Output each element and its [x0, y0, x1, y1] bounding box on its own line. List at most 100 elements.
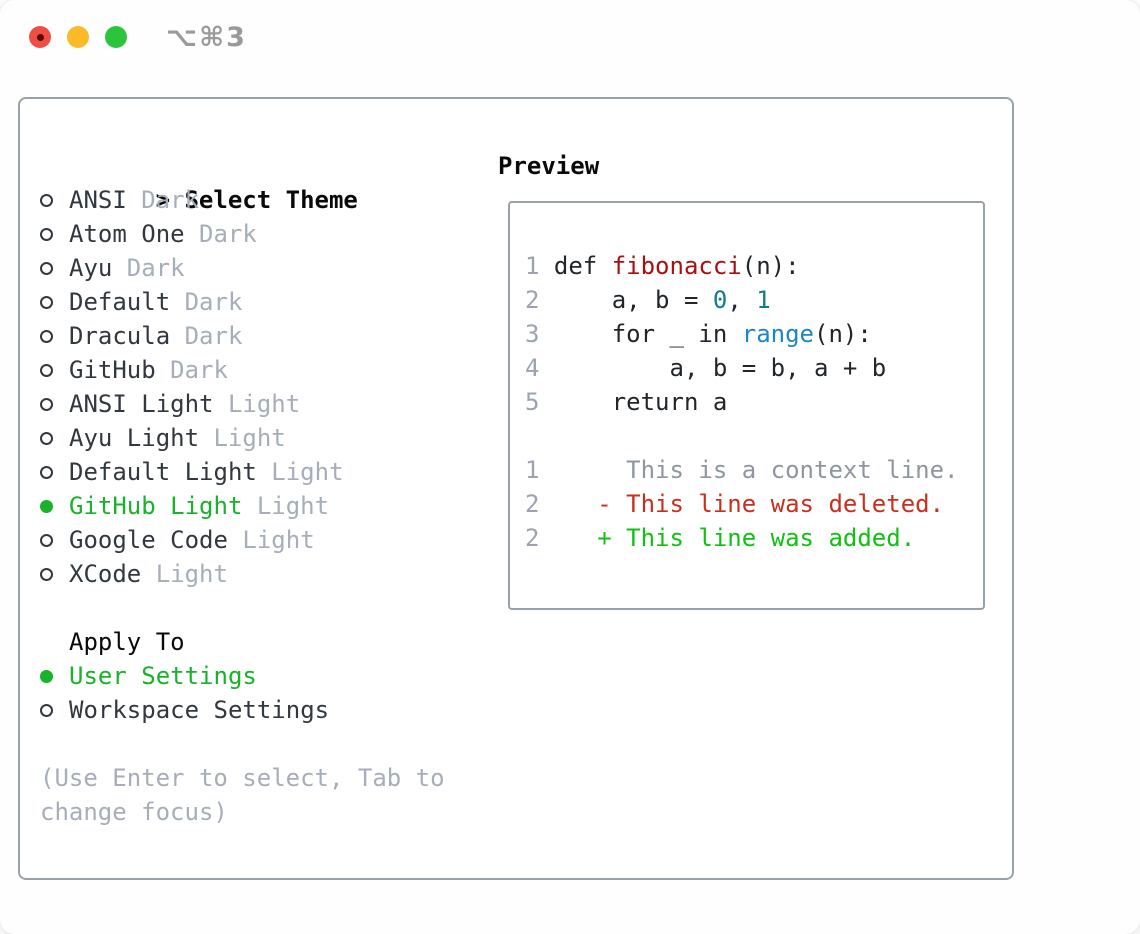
traffic-lights	[29, 26, 127, 48]
line-number: 2	[525, 286, 554, 314]
code-segment: 1	[756, 286, 771, 314]
radio-unselected-icon	[40, 432, 53, 445]
titlebar: ⌥⌘3	[0, 0, 1140, 74]
code-segment: return a	[553, 388, 728, 416]
apply-option-label: Workspace Settings	[69, 696, 330, 724]
theme-option-label: Google Code	[69, 526, 228, 554]
theme-variant-label: Light	[213, 424, 286, 452]
code-line: 1 def fibonacci(n):	[525, 249, 983, 283]
theme-variant-label: Light	[227, 390, 301, 418]
apply-option-user-settings[interactable]: User Settings	[40, 659, 472, 693]
line-number: 4	[525, 354, 554, 382]
code-segment: This is a context line.	[553, 456, 959, 484]
code-line	[525, 419, 983, 453]
theme-variant-label: Dark	[184, 288, 243, 316]
theme-option-default[interactable]: Default Dark	[40, 285, 472, 319]
theme-option-label: GitHub Light	[69, 492, 243, 520]
theme-option-label: ANSI	[69, 186, 127, 214]
preview-section: Preview 1 def fibonacci(n):2 a, b = 0, 1…	[498, 149, 985, 610]
code-segment: for _ in	[553, 320, 742, 348]
theme-option-ayu-light[interactable]: Ayu Light Light	[40, 421, 472, 455]
radio-unselected-icon	[40, 262, 53, 275]
theme-variant-label: Dark	[170, 356, 228, 384]
code-segment: - This line was deleted.	[553, 490, 945, 518]
theme-variant-label: Light	[271, 458, 344, 486]
radio-unselected-icon	[40, 466, 53, 479]
code-segment: range	[741, 320, 814, 348]
close-button[interactable]	[29, 26, 51, 48]
cursor-prompt-icon: >	[155, 186, 171, 214]
theme-variant-label: Light	[256, 492, 330, 520]
spacer	[40, 591, 472, 625]
code-segment: 0	[712, 286, 728, 314]
section-title: Select Theme	[184, 186, 358, 214]
radio-unselected-icon	[40, 296, 53, 309]
theme-option-ayu[interactable]: Ayu Dark	[40, 251, 472, 285]
code-segment: + This line was added.	[553, 524, 916, 552]
theme-variant-label: Dark	[199, 220, 257, 248]
theme-option-label: Default	[69, 288, 171, 316]
theme-variant-label: Dark	[126, 254, 185, 282]
theme-option-google-code[interactable]: Google Code Light	[40, 523, 472, 557]
line-number: 2	[525, 490, 554, 518]
select-theme-header: > Select Theme	[40, 149, 472, 214]
radio-unselected-icon	[40, 568, 53, 581]
code-segment: (n):	[741, 252, 800, 280]
theme-option-default-light[interactable]: Default Light Light	[40, 455, 472, 489]
theme-variant-label: Dark	[141, 186, 200, 214]
preview-header: Preview	[498, 152, 600, 180]
code-segment: def	[553, 252, 612, 280]
radio-selected-icon	[40, 500, 53, 513]
theme-option-label: XCode	[69, 560, 142, 588]
code-segment: a, b =	[553, 286, 713, 314]
theme-variant-label: Light	[242, 526, 315, 554]
theme-option-xcode[interactable]: XCode Light	[40, 557, 472, 591]
line-number: 5	[525, 388, 554, 416]
code-segment: a, b = b, a + b	[553, 354, 887, 382]
radio-unselected-icon	[40, 398, 53, 411]
code-line: 3 for _ in range(n):	[525, 317, 983, 351]
theme-option-label: Default Light	[69, 458, 257, 486]
radio-unselected-icon	[40, 228, 53, 241]
line-number: 2	[525, 524, 554, 552]
apply-option-workspace-settings[interactable]: Workspace Settings	[40, 693, 472, 727]
code-line: 2 - This line was deleted.	[525, 487, 983, 521]
radio-unselected-icon	[40, 330, 53, 343]
radio-selected-icon	[40, 670, 53, 683]
unsaved-changes-dot-icon	[37, 34, 44, 41]
theme-option-label: Ayu	[69, 254, 113, 282]
line-number: 1	[525, 456, 554, 484]
theme-variant-label: Dark	[184, 322, 243, 350]
minimize-button[interactable]	[67, 26, 89, 48]
theme-option-github[interactable]: GitHub Dark	[40, 353, 472, 387]
radio-unselected-icon	[40, 704, 53, 717]
theme-option-label: Ayu Light	[69, 424, 200, 452]
window-shortcut-label: ⌥⌘3	[166, 21, 247, 53]
theme-variant-label: Light	[155, 560, 228, 588]
apply-to-header: Apply To	[69, 628, 185, 656]
apply-option-label: User Settings	[69, 662, 257, 690]
code-line: 1 This is a context line.	[525, 453, 983, 487]
theme-option-dracula[interactable]: Dracula Dark	[40, 319, 472, 353]
theme-option-label: Dracula	[69, 322, 171, 350]
zoom-button[interactable]	[105, 26, 127, 48]
radio-unselected-icon	[40, 194, 53, 207]
help-text: (Use Enter to select, Tab to change focu…	[40, 764, 445, 826]
theme-option-ansi[interactable]: ANSI Dark	[40, 183, 472, 217]
line-number: 3	[525, 320, 554, 348]
code-line: 4 a, b = b, a + b	[525, 351, 983, 385]
theme-option-github-light[interactable]: GitHub Light Light	[40, 489, 472, 523]
code-line: 5 return a	[525, 385, 983, 419]
radio-unselected-icon	[40, 534, 53, 547]
theme-option-label: GitHub	[69, 356, 156, 384]
code-line: 2 + This line was added.	[525, 521, 983, 555]
